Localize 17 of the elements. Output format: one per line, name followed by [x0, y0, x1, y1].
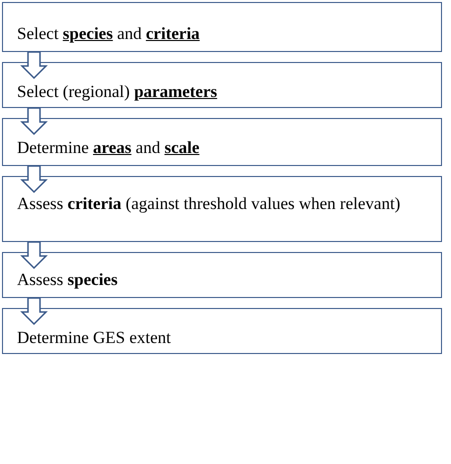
block-arrow — [20, 107, 48, 136]
process-box — [2, 62, 442, 108]
block-arrow — [20, 51, 48, 80]
process-box — [2, 308, 442, 354]
step-text: Determine areas and scale — [17, 137, 200, 159]
block-arrow — [20, 165, 48, 194]
block-arrow — [20, 297, 48, 326]
block-arrow — [20, 241, 48, 270]
process-box — [2, 118, 442, 166]
process-box — [2, 176, 442, 242]
process-box — [2, 252, 442, 298]
step-text: Select species and criteria — [17, 23, 201, 45]
process-box — [2, 2, 442, 52]
step-text: Assess criteria (against threshold values when relevant) — [17, 193, 402, 215]
step-text: Select (regional) parameters — [17, 81, 218, 103]
step-text: Determine GES extent — [17, 327, 172, 349]
step-text: Assess species — [17, 269, 119, 291]
